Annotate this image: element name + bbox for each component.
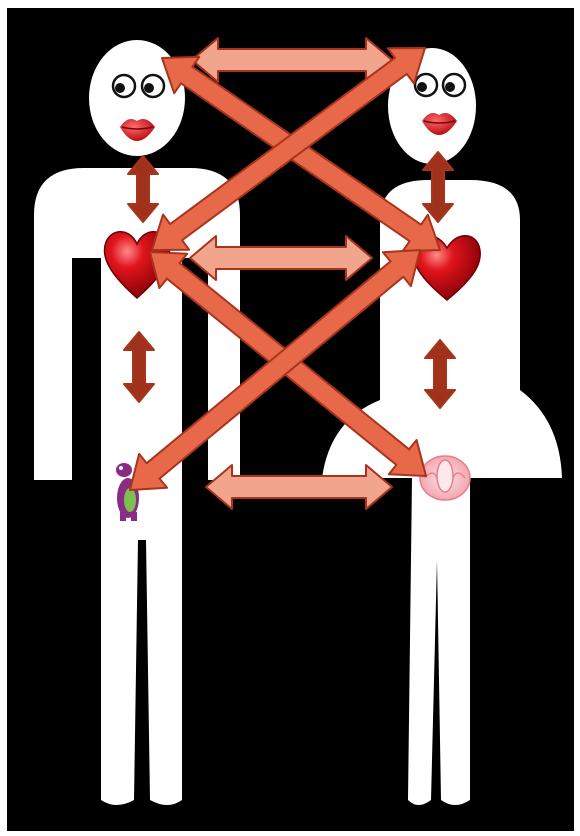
pupil-icon <box>144 83 154 93</box>
pupil-icon <box>445 82 455 92</box>
pupil-icon <box>115 83 125 93</box>
flower-icon <box>420 456 470 500</box>
pupil-icon <box>417 82 427 92</box>
